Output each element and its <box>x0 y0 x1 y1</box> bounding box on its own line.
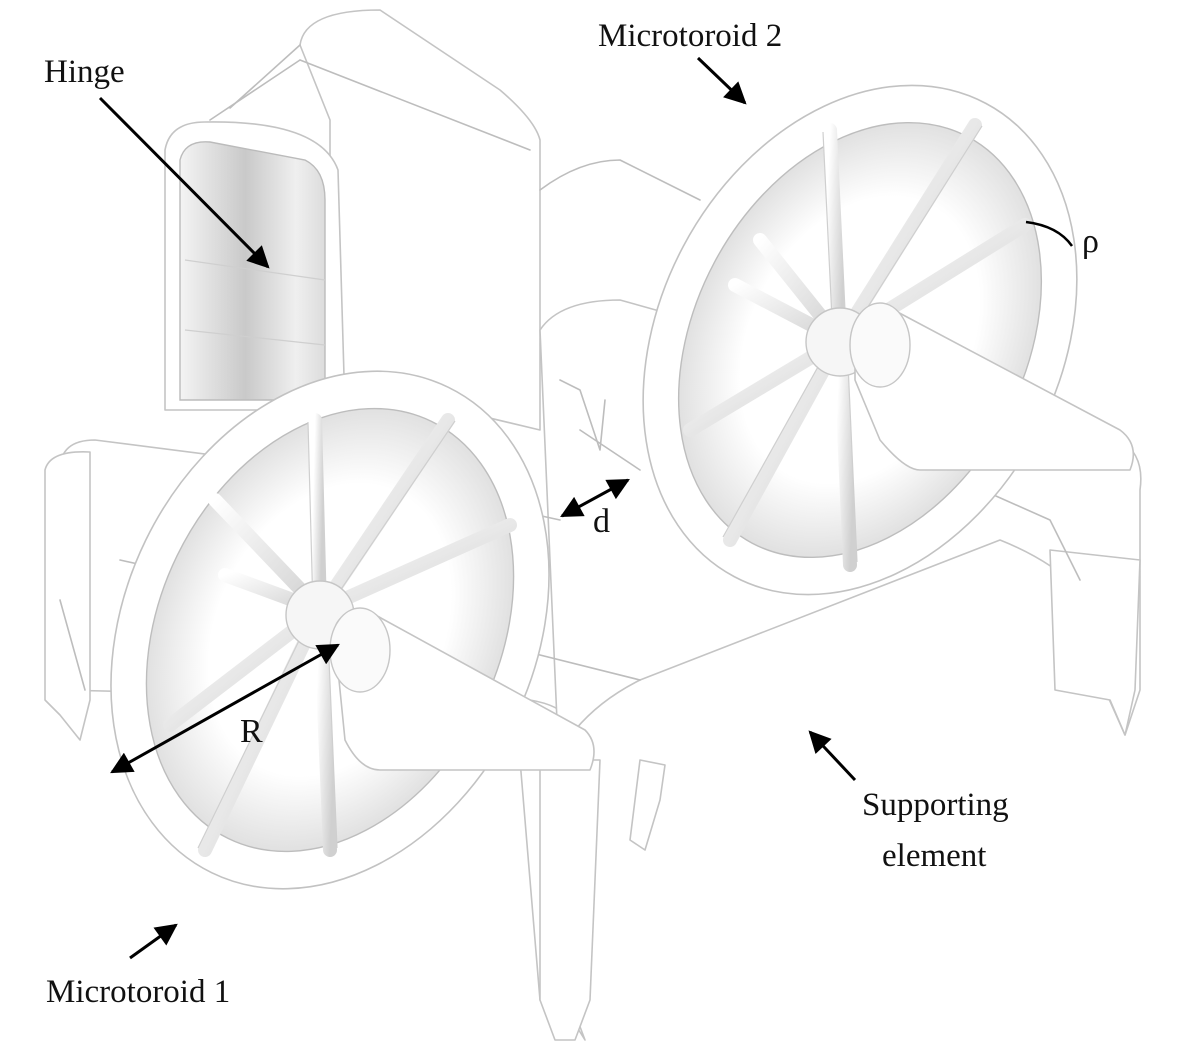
radius-dimension-arrow <box>110 643 340 774</box>
d-symbol: d <box>593 503 610 540</box>
supporting-element-arrow <box>808 730 857 782</box>
microtoroid-2-arrow <box>696 56 747 105</box>
rho-indicator-line <box>1025 220 1074 247</box>
microtoroid-2-label: Microtoroid 2 <box>598 18 782 54</box>
microtoroid-2 <box>642 84 1135 596</box>
R-symbol: R <box>240 713 263 750</box>
microtoroid-1-arrow <box>129 923 178 960</box>
supporting-element-label-line2: element <box>882 838 986 874</box>
microtoroid-1-label: Microtoroid 1 <box>46 974 230 1010</box>
hinge-label: Hinge <box>44 54 125 90</box>
rho-symbol: ρ <box>1082 223 1099 260</box>
gap-dimension-arrow <box>560 478 630 518</box>
hinge-arrow <box>98 96 270 269</box>
hinge-structure <box>164 9 541 431</box>
supporting-element-label-line1: Supporting <box>862 787 1009 823</box>
